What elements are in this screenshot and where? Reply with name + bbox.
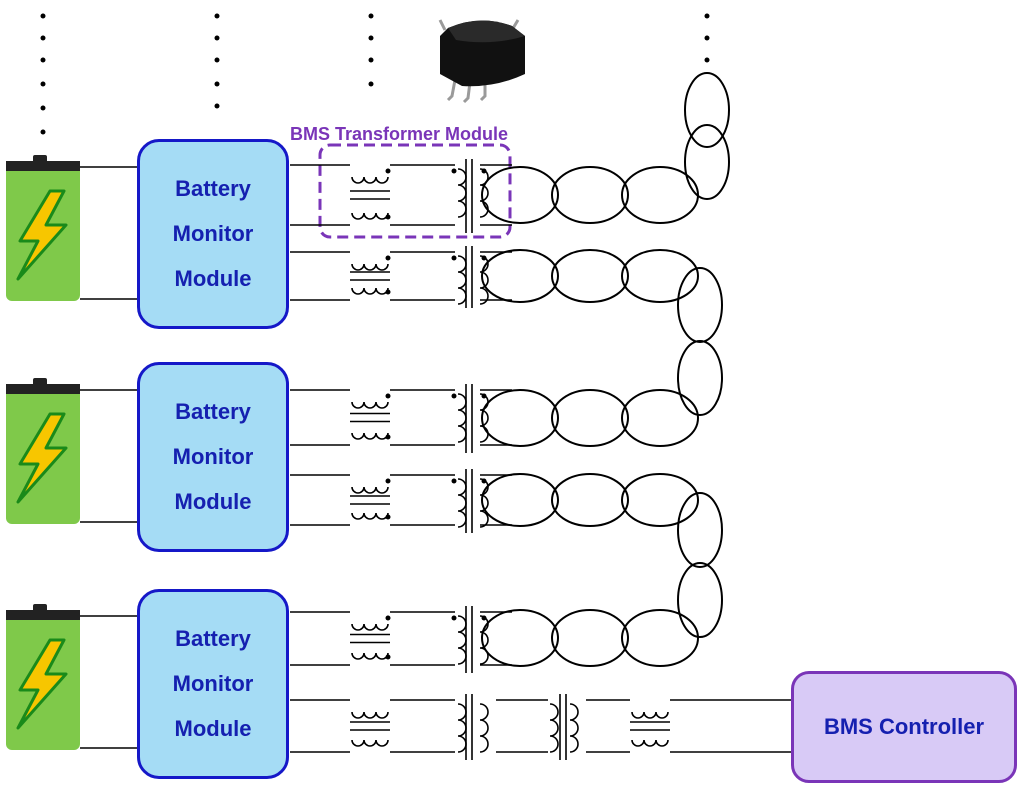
bms-controller[interactable]: BMS Controller	[791, 671, 1017, 783]
transformer-symbol-icon	[290, 694, 791, 760]
transformer-module-outline	[318, 143, 512, 239]
module-label-line: Monitor	[172, 443, 254, 469]
module-label-line: Module	[174, 266, 252, 292]
transformer-symbol-icon	[290, 606, 512, 673]
twisted-pair-icon	[481, 72, 730, 667]
module-label-line: Module	[174, 716, 252, 742]
lightning-bolt-icon	[16, 189, 68, 281]
transformer-symbol-icon	[290, 246, 512, 308]
module-label-line: Monitor	[172, 220, 254, 246]
battery-monitor-module-1[interactable]: Battery Monitor Module	[137, 139, 289, 329]
battery-monitor-module-3[interactable]: Battery Monitor Module	[137, 589, 289, 779]
transformer-module-label: BMS Transformer Module	[290, 124, 509, 144]
module-label-line: Battery	[175, 398, 251, 424]
battery-monitor-module-2[interactable]: Battery Monitor Module	[137, 362, 289, 552]
module-label-line: Battery	[175, 175, 251, 201]
transformer-chip-icon	[438, 19, 525, 104]
battery-icon	[6, 155, 137, 301]
transformer-symbol-icon	[290, 469, 512, 533]
battery-icon	[6, 378, 137, 524]
module-label-line: Battery	[175, 625, 251, 651]
continuation-dots	[40, 13, 710, 135]
lightning-bolt-icon	[16, 412, 68, 504]
transformer-symbol-icon	[290, 159, 512, 233]
module-label-line: Monitor	[172, 670, 254, 696]
controller-label: BMS Controller	[823, 714, 985, 739]
lightning-bolt-icon	[16, 638, 68, 730]
module-label-line: Module	[174, 489, 252, 515]
transformer-symbol-icon	[290, 384, 512, 453]
battery-icon	[6, 604, 137, 750]
